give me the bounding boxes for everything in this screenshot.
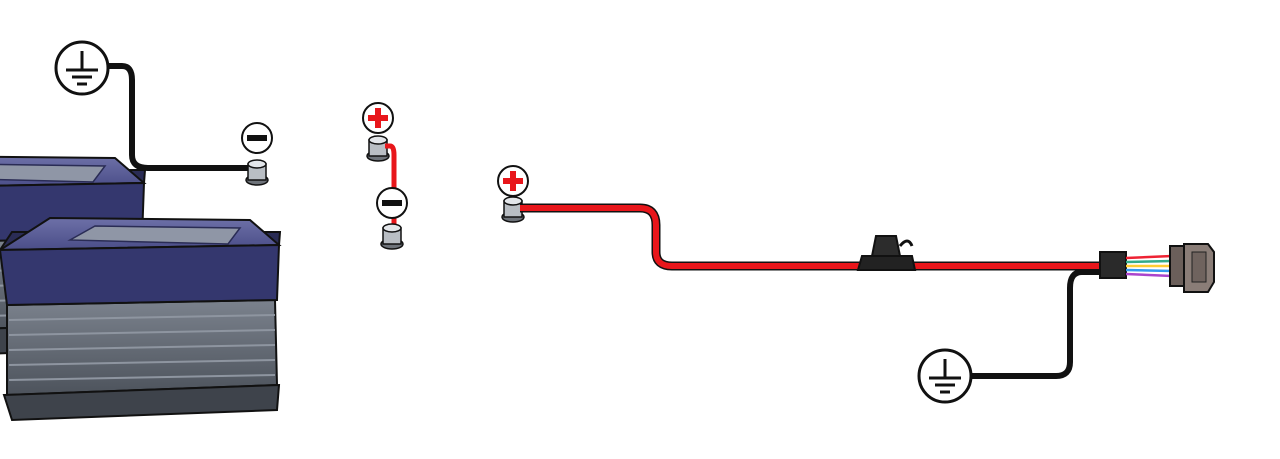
wiring-harness-connector [1099,243,1215,293]
ground-wire-right [970,269,1100,379]
ground-icon-right [917,348,973,404]
positive-symbol-icon [362,102,394,134]
positive-wire-outline [520,203,1100,271]
inline-fuse [856,235,917,271]
negative-symbol-icon [241,122,273,154]
positive-symbol-icon [497,165,529,197]
ground-wire-left [106,63,252,171]
positive-wire [520,205,1100,269]
battery-1-negative-terminal [245,159,269,186]
battery-2 [0,217,281,421]
negative-symbol-icon [376,187,408,219]
ground-icon-left [54,40,110,96]
jumper-wire [385,143,397,232]
battery-2-negative-terminal [380,223,404,250]
